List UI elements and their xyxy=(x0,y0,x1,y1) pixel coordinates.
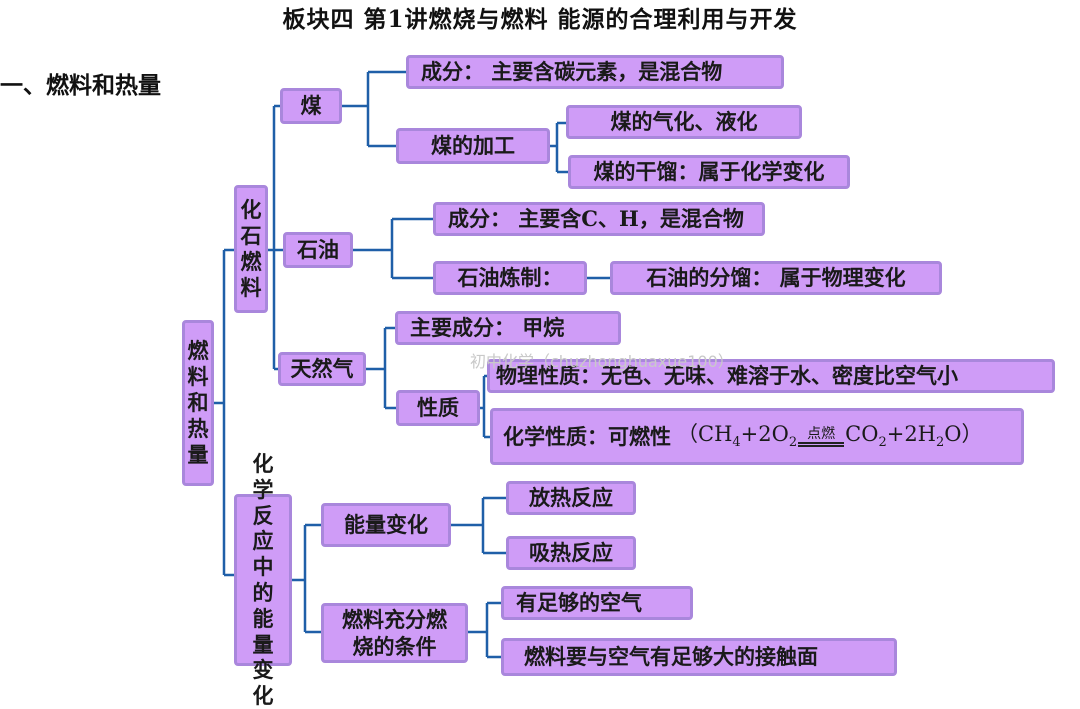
equals-sign xyxy=(798,442,845,447)
node-oil-fractionation: 石油的分馏： 属于物理变化 xyxy=(610,261,942,295)
link-fossil xyxy=(266,104,285,371)
methane-combustion-equation: （CH 4 +2O 2 点燃 CO 2 +2H 2 O） xyxy=(677,422,983,450)
node-gas-chemical-properties: 化学性质：可燃性 （CH 4 +2O 2 点燃 CO 2 +2H 2 O） xyxy=(490,408,1024,465)
node-fuel-and-heat: 燃 料 和 热 量 xyxy=(182,320,214,486)
reaction-condition: 点燃 xyxy=(798,427,845,447)
node-combustion-conditions: 燃料充分燃 烧的条件 xyxy=(321,603,468,663)
watermark: 初中化学（chuzhonghuaxue100） xyxy=(470,352,734,371)
node-gas-main-component: 主要成分： 甲烷 xyxy=(395,311,621,345)
link-conditions xyxy=(466,601,503,659)
node-gas-physical-properties: 物理性质：无色、无味、难溶于水、密度比空气小 xyxy=(487,359,1055,393)
link-gas xyxy=(365,326,398,410)
link-coal xyxy=(340,70,408,148)
connector-lines xyxy=(212,70,612,659)
link-oil xyxy=(352,217,435,280)
node-energy-change: 能量变化 xyxy=(321,503,451,547)
node-oil-component: 成分： 主要含C、H，是混合物 xyxy=(433,202,765,236)
node-natural-gas: 天然气 xyxy=(278,352,366,386)
node-fossil-fuels: 化 石 燃 料 xyxy=(234,185,268,313)
node-energy-in-reactions: 化 学 反 应 中 的 能 量 变 化 xyxy=(234,451,292,708)
node-endothermic: 吸热反应 xyxy=(506,536,636,570)
node-coal-processing: 煤的加工 xyxy=(396,128,550,164)
node-exothermic: 放热反应 xyxy=(506,481,636,515)
link-coal-processing xyxy=(548,121,570,174)
node-oil-refining: 石油炼制： xyxy=(433,261,587,295)
chemical-property-label: 化学性质：可燃性 xyxy=(503,423,671,449)
node-coal-component: 成分： 主要含碳元素，是混合物 xyxy=(406,55,784,89)
section-heading: 一、燃料和热量 xyxy=(0,72,161,99)
link-energy xyxy=(290,523,323,634)
node-enough-air: 有足够的空气 xyxy=(501,586,693,620)
link-energy-change xyxy=(449,496,508,555)
node-coal-distillation: 煤的干馏：属于化学变化 xyxy=(568,155,850,189)
node-coal-gasification: 煤的气化、液化 xyxy=(566,105,802,139)
node-oil: 石油 xyxy=(283,232,353,268)
page-title: 板块四 第1讲燃烧与燃料 能源的合理利用与开发 xyxy=(282,6,798,33)
link-root xyxy=(212,248,236,577)
node-contact-area: 燃料要与空气有足够大的接触面 xyxy=(501,638,897,676)
node-gas-properties: 性质 xyxy=(396,390,480,426)
link-gas-properties xyxy=(478,374,492,439)
node-coal: 煤 xyxy=(280,88,342,124)
